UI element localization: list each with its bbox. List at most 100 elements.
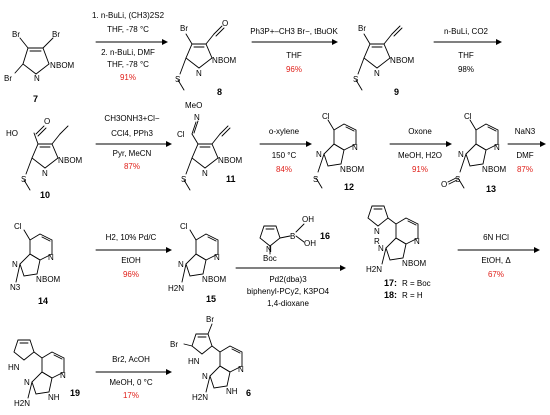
n-atom: N [390,56,396,65]
n-atom: N [202,169,208,178]
bom-group: BOM [64,156,83,165]
cl-atom: Cl [180,222,188,231]
compound-label: 6 [246,388,251,398]
n-atom: N [48,253,54,262]
compound-label: 16 [320,231,330,241]
nh-group: NH [48,393,60,402]
n-atom: N [374,69,380,78]
n-atom: N [202,275,208,284]
condition-text: n-BuLi, CO2 [444,27,489,36]
compound-label: 10 [40,190,50,200]
n-atom: N [402,259,408,268]
condition-text: THF [458,51,474,60]
condition-text: NaN3 [515,127,536,136]
reaction-step-3: n-BuLi, CO2 THF 98% [433,27,502,74]
n-atom: N [194,113,200,122]
n-atom: N [212,56,218,65]
compound-10: HO O N N BOM S 10 [6,117,83,200]
bom-group: BOM [224,156,243,165]
n-atom: N [42,169,48,178]
amino-group: H2N [14,399,30,408]
reaction-step-2: Ph3P+–CH3 Br−, tBuOK THF 96% [250,27,338,74]
n-atom: N [60,371,66,380]
compound-17-18: N R N N N BOM H2N 17: R = Boc 18: R = H [366,205,431,300]
cl-atom: Cl [464,112,472,121]
o-atom: O [441,180,447,189]
compound-label: 7 [33,94,38,104]
s-atom: S [21,175,26,184]
n-atom: N [378,244,384,253]
compound-label: 15 [206,294,216,304]
n-atom: N [214,253,220,262]
condition-text: Br2, AcOH [112,355,150,364]
amino-group: H2N [192,393,208,402]
n-atom: N [266,245,272,254]
compound-label: 11 [226,174,236,184]
ho-group: HO [6,129,18,138]
s-atom: S [353,75,358,84]
compound-16: N B OH OH Boc 16 [259,215,330,263]
n-atom: N [50,61,56,70]
n-atom: N [352,143,358,152]
condition-text: CH3ONH3+Cl− [104,114,159,123]
r-definition: R = Boc [402,279,431,288]
compound-label: 18: [384,290,397,300]
nh-group: HN [188,357,200,366]
n-atom: N [374,227,380,236]
compound-label: 12 [344,182,354,192]
condition-text: EtOH [121,256,141,265]
condition-text: THF, -78 °C [107,25,149,34]
meo-group: MeO [185,101,202,110]
compound-label: 17: [384,278,397,288]
n-atom: N [482,165,488,174]
bom-group: BOM [346,165,365,174]
azide-group: N3 [10,283,21,292]
condition-text: 2. n-BuLi, DMF [101,48,155,57]
r-group: R [374,237,380,246]
condition-text: 1,4-dioxane [267,299,309,308]
compound-label: 19 [70,388,80,398]
condition-text: Pd2(dba)3 [269,275,307,284]
b-atom: B [290,232,295,241]
bom-group: BOM [408,259,427,268]
yield-text: 17% [123,391,139,400]
condition-text: 6N HCl [483,233,509,242]
reaction-step-6: Oxone MeOH, H2O 91% [389,127,452,174]
yield-text: 84% [276,165,292,174]
condition-text: H2, 10% Pd/C [106,233,157,242]
compound-15: N Cl N N BOM H2N 15 [168,222,227,304]
yield-text: 98% [458,65,474,74]
reaction-step-5: o-xylene 150 °C 84% [259,127,312,174]
reaction-step-1: 1. n-BuLi, (CH3)2S2 THF, -78 °C 2. n-BuL… [92,11,168,82]
condition-text: DMF [516,151,533,160]
condition-text: Ph3P+–CH3 Br−, tBuOK [250,27,338,36]
yield-text: 96% [286,65,302,74]
s-atom: S [313,175,318,184]
nh-group: HN [8,363,20,372]
condition-text: o-xylene [269,127,300,136]
cl-atom: Cl [177,130,185,139]
compound-13: N Cl N N BOM S O 13 [441,112,507,194]
br-atom: Br [52,30,60,39]
compound-label: 9 [394,87,399,97]
reaction-step-8: H2, 10% Pd/C EtOH 96% [95,233,172,279]
compound-9: Br N N BOM S 9 [353,24,415,97]
n-atom: N [12,260,18,269]
compound-7: Br Br Br N N BOM 7 [4,30,75,104]
bom-group: BOM [208,275,227,284]
condition-text: biphenyl-PCy2, K3PO4 [247,287,330,296]
yield-text: 91% [120,73,136,82]
bom-group: BOM [488,165,507,174]
cl-atom: Cl [322,112,330,121]
condition-text: MeOH, 0 °C [109,378,152,387]
compound-label: 13 [486,184,496,194]
n-atom: N [34,74,40,83]
condition-text: 150 °C [272,151,297,160]
yield-text: 91% [412,165,428,174]
condition-text: THF, -78 °C [107,60,149,69]
s-atom: S [455,175,460,184]
n-atom: N [414,237,420,246]
condition-text: CCl4, PPh3 [111,129,153,138]
n-atom: N [494,143,500,152]
